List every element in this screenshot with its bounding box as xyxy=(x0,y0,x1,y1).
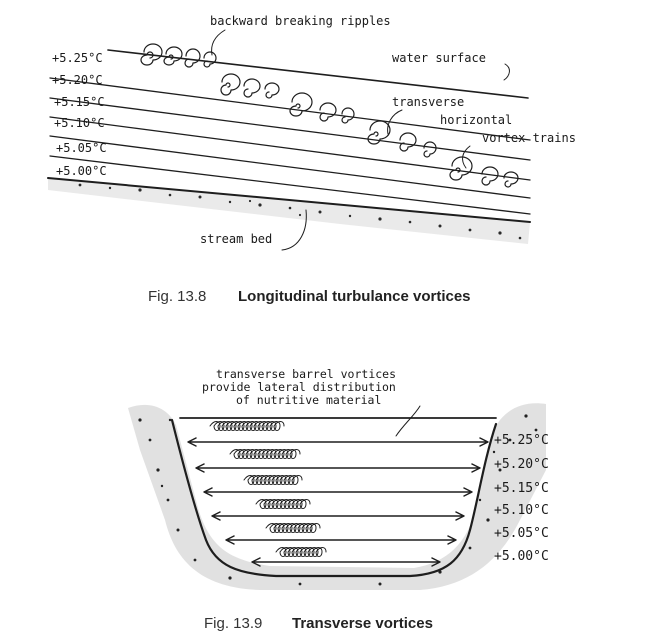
barrel-vortex-row xyxy=(275,547,327,557)
barrel-note-leader xyxy=(395,405,421,437)
fig-13-9-caption: Fig. 13.9 Transverse vortices xyxy=(204,615,433,632)
surface-label: water surface xyxy=(392,51,486,65)
barrel-note-line: transverse barrel vortices xyxy=(216,367,396,381)
flow-line xyxy=(211,511,465,521)
channel-banks xyxy=(128,403,546,590)
vortex-spiral xyxy=(243,78,261,98)
temp-label: +5.10°C xyxy=(54,116,105,130)
temp-label: +5.00°C xyxy=(494,549,549,564)
flow-line xyxy=(195,463,481,473)
vortex-spiral xyxy=(481,166,499,186)
temp-label: +5.25°C xyxy=(52,51,103,65)
horizontal-label: horizontal xyxy=(440,113,512,127)
fig1-temperature-labels: +5.25°C +5.20°C +5.15°C +5.10°C +5.05°C … xyxy=(52,51,107,178)
vortex-spiral xyxy=(289,92,313,117)
vortex-spiral xyxy=(423,141,437,158)
temp-label: +5.25°C xyxy=(494,433,549,448)
vortex-spiral xyxy=(503,171,519,188)
vortex-spiral xyxy=(367,120,391,145)
barrel-vortex-row xyxy=(265,523,321,533)
vortex-spiral xyxy=(184,48,201,68)
ripples-leader xyxy=(211,29,226,56)
caption-number: Fig. 13.8 xyxy=(148,288,206,305)
isotherm-lines xyxy=(49,77,531,215)
water-surface-line xyxy=(107,49,529,99)
leader-lines xyxy=(211,29,510,251)
fig-13-8-diagram: backward breaking ripples water surface … xyxy=(47,14,576,251)
flow-line xyxy=(251,557,441,567)
flow-line xyxy=(225,535,457,545)
isotherm-line xyxy=(49,155,531,215)
fig-13-9-diagram: transverse barrel vortices provide later… xyxy=(128,367,549,590)
vortex-spiral xyxy=(399,132,417,152)
caption-title: Longitudinal turbulance vortices xyxy=(238,288,471,305)
isotherm-line xyxy=(49,116,531,181)
barrel-vortex-row xyxy=(243,475,303,485)
fig2-temperature-labels: +5.25°C +5.20°C +5.15°C +5.10°C +5.05°C … xyxy=(494,433,549,564)
barrel-vortex-row xyxy=(255,499,311,509)
caption-title: Transverse vortices xyxy=(292,615,433,632)
vortex-spiral xyxy=(203,51,217,68)
temp-label: +5.15°C xyxy=(494,481,549,496)
vortex-spirals xyxy=(140,43,519,188)
vortex-spiral xyxy=(264,82,280,99)
barrel-note-line: provide lateral distribution xyxy=(202,380,396,394)
vortex-spiral xyxy=(449,156,473,181)
barrel-vortices xyxy=(209,421,327,557)
vortex-spiral xyxy=(220,73,241,96)
temp-label: +5.05°C xyxy=(494,526,549,541)
transverse-label: transverse xyxy=(392,95,464,109)
vortex-spiral xyxy=(163,46,183,66)
surface-leader xyxy=(503,63,510,81)
temp-label: +5.20°C xyxy=(494,457,549,472)
stream-bed-label: stream bed xyxy=(200,232,272,246)
barrel-vortex-row xyxy=(209,421,285,431)
caption-number: Fig. 13.9 xyxy=(204,615,262,632)
vortex-spiral xyxy=(319,102,337,122)
flow-lines xyxy=(187,437,489,567)
temp-label: +5.20°C xyxy=(52,73,103,87)
stream-bed xyxy=(47,177,531,244)
channel-outline xyxy=(170,418,498,578)
isotherm-line xyxy=(49,135,531,199)
ripples-label: backward breaking ripples xyxy=(210,14,391,28)
vortex-trains-label: vortex trains xyxy=(482,131,576,145)
flow-line xyxy=(203,487,473,497)
vortex-spiral xyxy=(140,43,163,66)
temp-label: +5.15°C xyxy=(54,95,105,109)
transverse-leader xyxy=(387,109,403,135)
isotherm-line xyxy=(49,97,531,161)
barrel-vortex-row xyxy=(229,449,301,459)
barrel-note-line: of nutritive material xyxy=(236,393,381,407)
temp-label: +5.10°C xyxy=(494,503,549,518)
temp-label: +5.00°C xyxy=(56,164,107,178)
fig-13-8-caption: Fig. 13.8 Longitudinal turbulance vortic… xyxy=(148,288,471,305)
vortex-spiral xyxy=(341,107,355,124)
vortex-leader xyxy=(462,145,471,169)
bed-leader xyxy=(281,209,307,251)
temp-label: +5.05°C xyxy=(56,141,107,155)
flow-line xyxy=(187,437,489,447)
